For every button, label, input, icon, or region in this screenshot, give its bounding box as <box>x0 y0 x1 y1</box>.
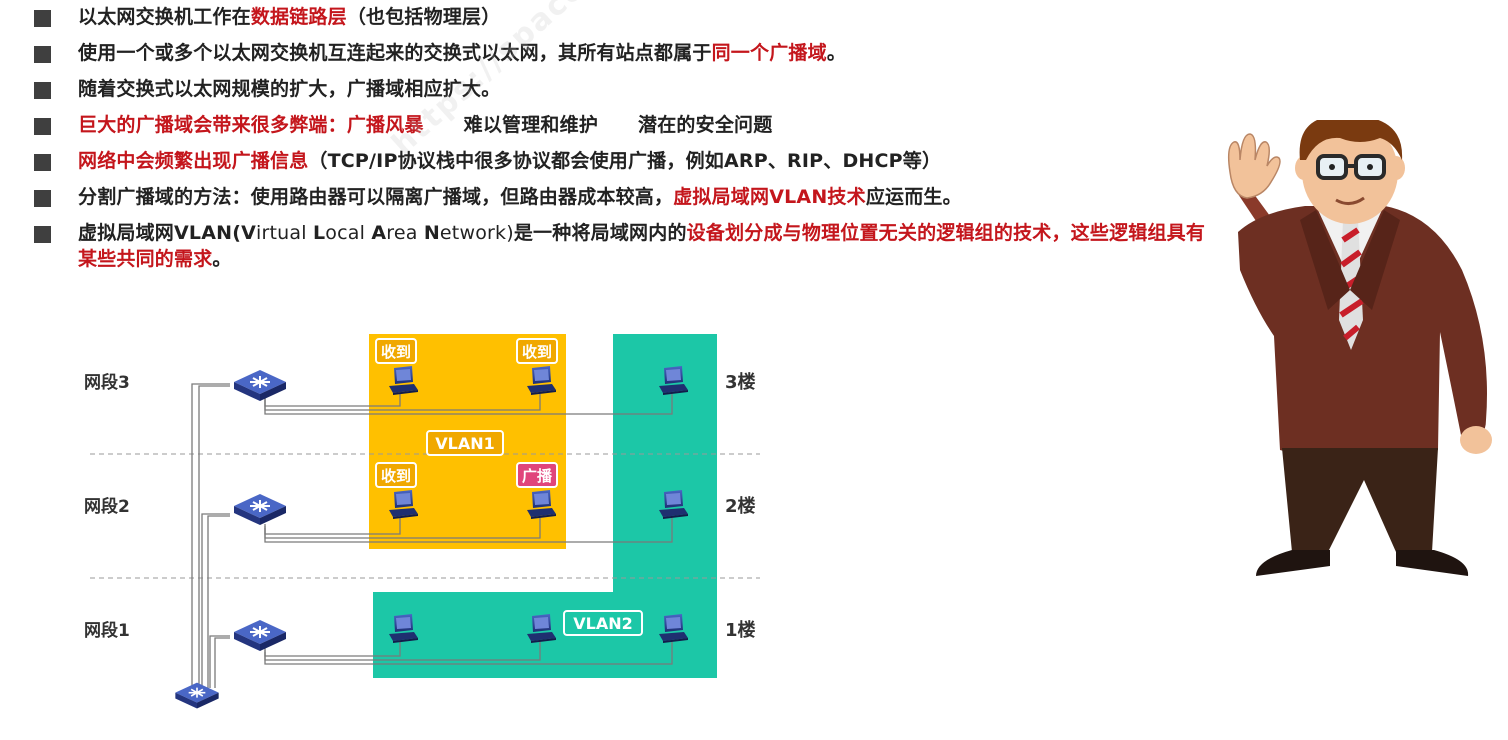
bullet-square-icon <box>34 46 51 63</box>
bullet-text: 设备划分成与物理位置无关的逻辑组的技术，这些逻辑组具有某些共同的需求 <box>78 222 1206 270</box>
bullet-text: L <box>312 222 326 244</box>
bullet-text: 虚拟局域网VLAN技术 <box>673 186 866 208</box>
bullet-text: N <box>423 222 440 244</box>
bullet-text: 虚拟局域网VLAN(V <box>78 222 257 244</box>
floor-label: 1楼 <box>725 619 756 641</box>
broadcast-tag: 广播 <box>516 462 558 488</box>
received-tag: 收到 <box>375 462 417 488</box>
pants <box>1282 448 1438 552</box>
segment-label: 网段3 <box>84 372 130 393</box>
switch-icon <box>233 369 287 402</box>
svg-text:收到: 收到 <box>381 343 411 361</box>
presenter-illustration <box>1227 120 1492 576</box>
bullet-text: 难以管理和维护 <box>463 114 599 136</box>
lapel <box>1350 210 1400 310</box>
bullet-square-icon <box>34 10 51 27</box>
bullet-item: 以太网交换机工作在数据链路层（也包括物理层） <box>32 4 1212 31</box>
bullet-square-icon <box>34 226 51 243</box>
svg-text:收到: 收到 <box>522 343 552 361</box>
bullet-item: 巨大的广播域会带来很多弊端：广播风暴 难以管理和维护 潜在的安全问题 <box>32 112 1212 139</box>
vlan2-label: VLAN2 <box>563 610 643 636</box>
vlan1-label: VLAN1 <box>426 430 504 456</box>
svg-text:收到: 收到 <box>381 467 411 485</box>
bullet-square-icon <box>34 190 51 207</box>
bullet-text: 。 <box>826 42 847 64</box>
bullet-square-icon <box>34 82 51 99</box>
svg-text:广播: 广播 <box>522 467 553 485</box>
bullet-text: 随着交换式以太网规模的扩大，广播域相应扩大。 <box>78 78 501 100</box>
bullet-item: 分割广播域的方法：使用路由器可以隔离广播域，但路由器成本较高，虚拟局域网VLAN… <box>32 184 1212 211</box>
bullet-text: 广播风暴 <box>346 114 424 136</box>
bullet-text: （TCP/IP协议栈中很多协议都会使用广播，例如ARP、RIP、DHCP等） <box>308 150 942 172</box>
bullet-text: 分割广播域的方法：使用路由器可以隔离广播域，但路由器成本较高， <box>78 186 674 208</box>
segment-label: 网段1 <box>84 620 130 641</box>
trunk-lines <box>191 383 230 688</box>
bullet-text: etwork) <box>439 222 514 244</box>
hair <box>1299 120 1403 160</box>
bullet-text: ocal <box>325 222 372 244</box>
lapel <box>1300 210 1350 310</box>
bullet-text: 是一种将局域网内的 <box>513 222 687 244</box>
received-tag: 收到 <box>516 338 558 364</box>
bullet-list: 以太网交换机工作在数据链路层（也包括物理层） 使用一个或多个以太网交换机互连起来的… <box>32 4 1212 281</box>
raised-hand <box>1227 133 1281 224</box>
segment-label: 网段2 <box>84 496 130 517</box>
svg-text:VLAN2: VLAN2 <box>573 614 632 633</box>
bullet-item: 随着交换式以太网规模的扩大，广播域相应扩大。 <box>32 76 1212 103</box>
hand <box>1460 426 1492 454</box>
bullet-text: 使用一个或多个以太网交换机互连起来的交换式以太网，其所有站点都属于 <box>78 42 712 64</box>
bullet-text: （也包括物理层） <box>346 6 501 28</box>
bullet-text: 潜在的安全问题 <box>638 114 773 136</box>
switch-icon <box>233 493 287 526</box>
bullet-item: 使用一个或多个以太网交换机互连起来的交换式以太网，其所有站点都属于同一个广播域。 <box>32 40 1212 67</box>
bullet-text: 网络中会频繁出现广播信息 <box>78 150 309 172</box>
bullet-item: 网络中会频繁出现广播信息（TCP/IP协议栈中很多协议都会使用广播，例如ARP、… <box>32 148 1212 175</box>
received-tag: 收到 <box>375 338 417 364</box>
bullet-square-icon <box>34 118 51 135</box>
bullet-text: A <box>371 222 387 244</box>
shoe <box>1256 550 1330 576</box>
face <box>1302 120 1398 224</box>
access-lines <box>264 394 673 665</box>
bullet-text: 以太网交换机工作在 <box>78 6 251 28</box>
floor-label: 2楼 <box>725 495 756 517</box>
bullet-text: 。 <box>212 248 232 270</box>
bullet-square-icon <box>34 154 51 171</box>
shoe <box>1396 550 1469 576</box>
vlan-diagram: 收到 收到 收到 广播 VLAN1 VLAN2 网段3 网段2 网段1 3楼 2… <box>84 334 760 710</box>
bullet-text: 同一个广播域 <box>711 42 827 64</box>
bullet-text: rea <box>386 222 424 244</box>
bullet-text: 巨大的广播域会带来很多弊端： <box>78 114 347 136</box>
jacket <box>1238 206 1487 461</box>
switch-icon <box>233 619 287 652</box>
mouth <box>1335 196 1365 205</box>
bullet-text: irtual <box>256 222 313 244</box>
floor-label: 3楼 <box>725 371 756 393</box>
bullet-item: 虚拟局域网VLAN(Virtual Local Area Network)是一种… <box>32 220 1212 272</box>
bullet-text: 数据链路层 <box>250 6 347 28</box>
svg-text:VLAN1: VLAN1 <box>435 434 494 453</box>
bullet-text: 应运而生。 <box>865 186 962 208</box>
root-switch-icon <box>174 681 220 710</box>
